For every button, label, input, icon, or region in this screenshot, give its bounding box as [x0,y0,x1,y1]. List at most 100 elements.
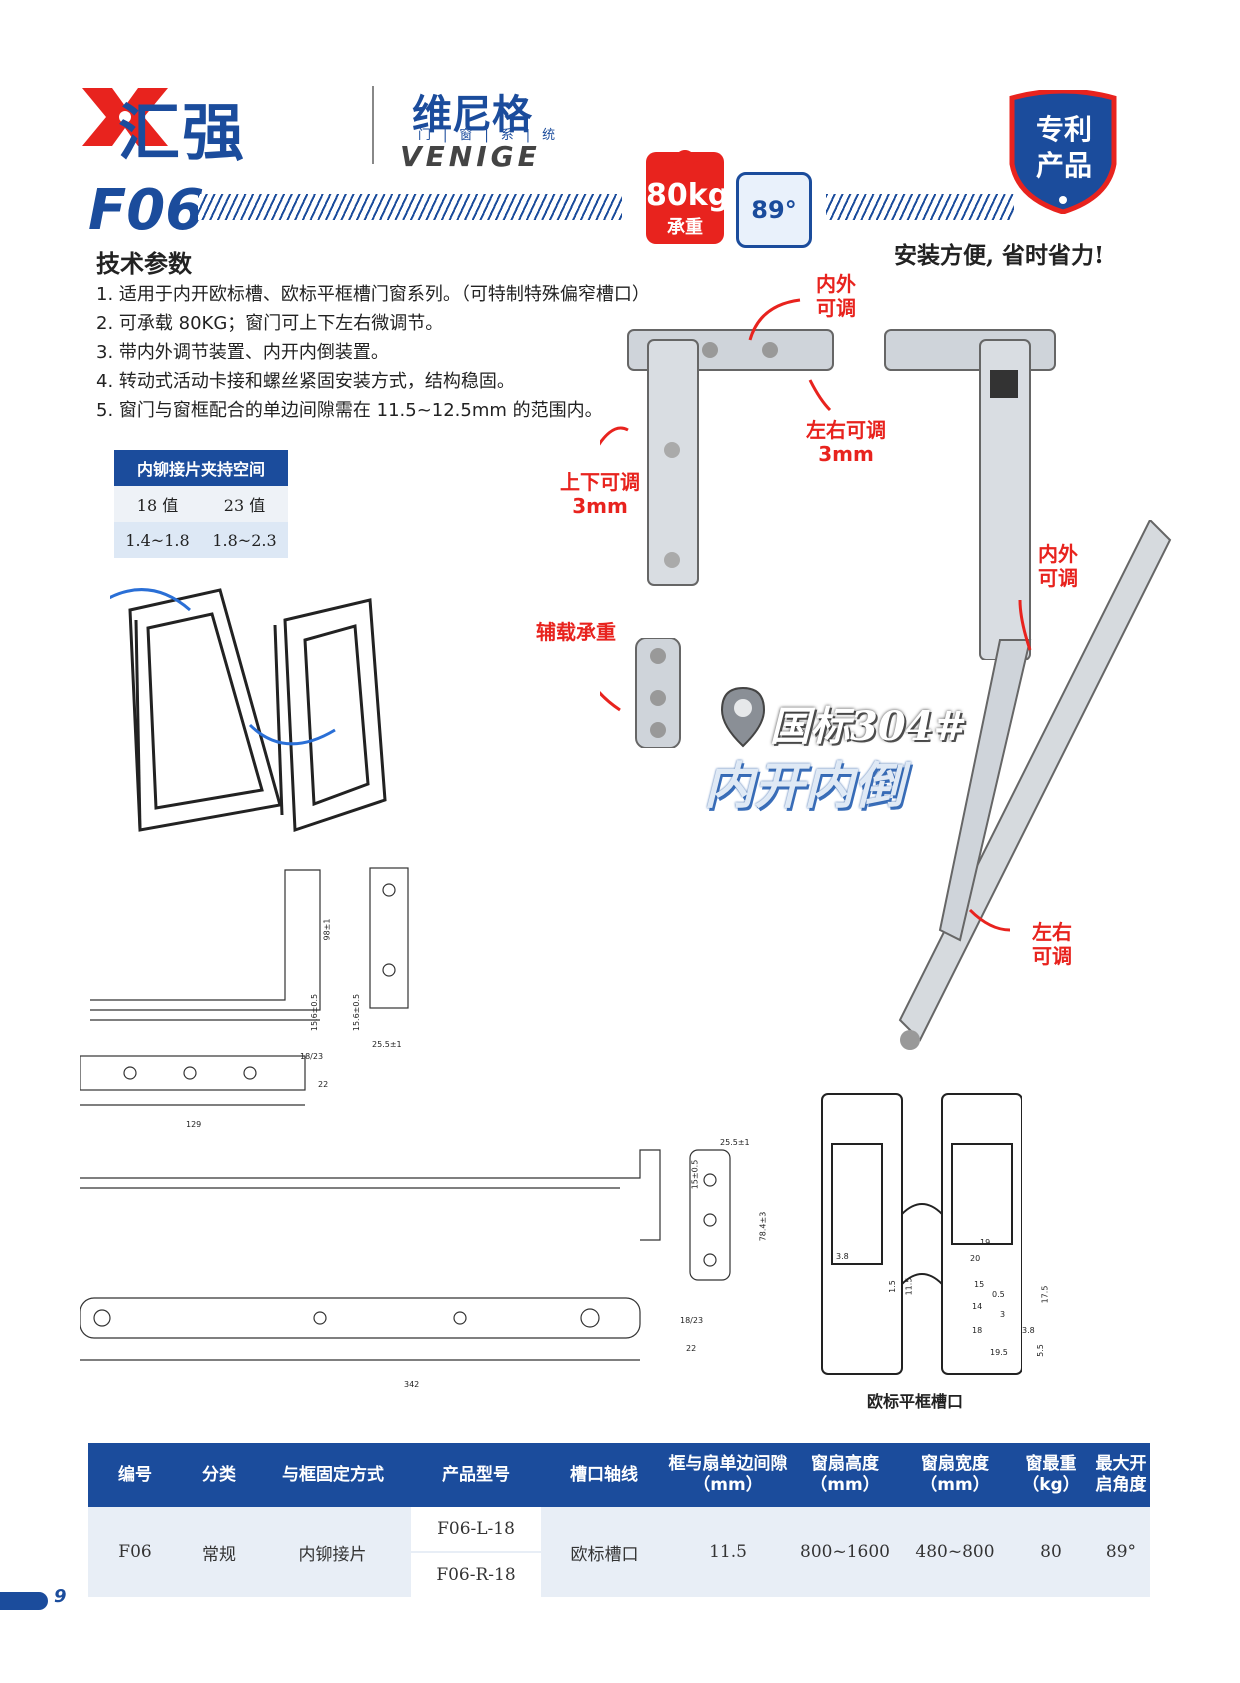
adjust-arrows [600,298,1032,932]
stay-arm-image [898,520,1172,1050]
callout-line: 左右 [1032,920,1072,944]
page-number-bar [0,1592,48,1610]
mode-badge: 内开内倒 [704,757,904,815]
callout-left-right-2: 左右 可调 [1022,920,1082,968]
location-pin-icon [720,686,766,748]
callout-line: 上下可调 [560,470,640,494]
callout-left-right-1: 左右可调 3mm [796,418,896,466]
spec-header: 最大开 启角度 [1092,1443,1150,1507]
title-hatch-left [198,194,622,220]
spec-table: 编号 分类 与框固定方式 产品型号 槽口轴线 框与扇单边间隙 （mm） 窗扇高度… [88,1443,1150,1597]
profile-caption: 欧标平框槽口 [867,1392,964,1411]
spec-header: 窗最重 （kg） [1010,1443,1092,1507]
profile-section-drawing [821,1093,1022,1375]
title-hatch-right [826,194,1014,220]
dim-15-0-5: 15±0.5 [690,1159,700,1190]
dim-78-4: 78.4±3 [758,1211,768,1242]
callout-line: 3mm [572,494,628,518]
profile-dim: 5.5 [1035,1344,1045,1357]
callout-in-out-2: 内外 可调 [1028,542,1088,590]
spec-cell-model-l: F06-L-18 [409,1507,543,1553]
grip-cell: 23 值 [201,486,288,522]
spec-header: 窗扇宽度 （mm） [900,1443,1010,1507]
param-item: 1. 适用于内开欧标槽、欧标平框槽门窗系列。（可特制特殊偏窄槽口） [96,284,650,305]
logo-divider [372,86,374,164]
dim-15-6-b: 15.6±0.5 [352,993,362,1032]
tech-params-list: 1. 适用于内开欧标槽、欧标平框槽门窗系列。（可特制特殊偏窄槽口） 2. 可承载… [96,280,650,425]
spec-header: 窗扇高度 （mm） [790,1443,900,1507]
profile-dim: 0.5 [992,1290,1005,1299]
dim-129: 129 [186,1120,202,1129]
spec-header-row: 编号 分类 与框固定方式 产品型号 槽口轴线 框与扇单边间隙 （mm） 窗扇高度… [88,1443,1150,1507]
callout-aux-load: 辅载承重 [536,620,616,644]
profile-dim: 3.8 [1022,1326,1035,1335]
callout-line: 内外 [1038,542,1078,566]
profile-dim: 19 [980,1238,991,1247]
spec-header: 分类 [182,1443,256,1507]
window-tilt-illustration [110,588,387,833]
huiqiang-logo-icon [82,88,168,146]
spec-cell-angle: 89° [1092,1507,1150,1597]
dim-25-5-b: 25.5±1 [720,1138,750,1147]
sub-brand-english: VENIGE [400,140,541,173]
spec-header: 编号 [88,1443,182,1507]
spec-header: 与框固定方式 [256,1443,410,1507]
load-label: 承重 [667,217,703,238]
dim-18-23-b: 18/23 [680,1316,704,1325]
dim-25-5-a: 25.5±1 [372,1040,402,1049]
profile-dim: 20 [970,1254,981,1263]
spec-cell-model-r: F06-R-18 [409,1552,543,1597]
param-item: 5. 窗门与窗框配合的单边间隙需在 11.5~12.5mm 的范围内。 [96,400,603,421]
profile-dim: 3 [1000,1310,1006,1319]
load-badge: 80kg 承重 [646,150,730,244]
profile-dim: 1.5 [887,1280,897,1293]
spec-row: F06-R-18 [88,1552,1150,1597]
grip-cell: 18 值 [114,486,201,522]
param-item: 4. 转动式活动卡接和螺丝紧固安装方式，结构稳固。 [96,371,515,392]
hinge-top-right-image [884,329,1056,660]
profile-dim: 11.5 [904,1277,914,1296]
callout-line: 可调 [1032,944,1072,968]
spec-cell-code: F06 [88,1507,182,1597]
sub-brand-tagline: 门|窗|系|统 [418,128,568,143]
callout-up-down: 上下可调 3mm [550,470,650,518]
dim-22-a: 22 [318,1080,329,1089]
param-item: 3. 带内外调节装置、内开内倒装置。 [96,342,389,363]
grip-cell: 1.4~1.8 [114,522,201,558]
callout-line: 左右可调 [806,418,886,442]
spec-cell-category: 常规 [182,1507,256,1597]
patent-text: 专利 产品 [1020,112,1108,184]
callout-line: 内外 [816,272,856,296]
profile-dim: 18 [972,1326,983,1335]
dim-342: 342 [404,1380,420,1389]
technical-drawing-group [80,867,731,1361]
aux-bracket-image [635,638,681,748]
callout-line: 可调 [1038,566,1078,590]
spec-cell-gap: 11.5 [666,1507,790,1597]
spec-header: 框与扇单边间隙 （mm） [666,1443,790,1507]
callout-line: 可调 [816,296,856,320]
slogan: 安装方便, 省时省力! [894,242,1105,269]
spec-header: 产品型号 [410,1443,542,1507]
profile-dim: 19.5 [990,1348,1008,1357]
dim-98: 98±1 [322,918,332,941]
sub-brand-name: 维尼格 [412,92,532,138]
callout-in-out-1: 内外 可调 [806,272,866,320]
param-item: 2. 可承载 80KG；窗门可上下左右微调节。 [96,313,444,334]
brand-name: 汇强 [118,96,247,169]
model-title: F06 [88,178,205,243]
page-number: 9 [54,1586,67,1607]
callout-line: 3mm [818,442,874,466]
dim-18-23-a: 18/23 [300,1052,324,1061]
dim-15-6-a: 15.6±0.5 [310,993,320,1032]
spec-header: 槽口轴线 [542,1443,666,1507]
load-value: 80kg [646,178,730,213]
spec-cell-groove: 欧标槽口 [542,1507,666,1597]
dim-22-b: 22 [686,1344,697,1353]
spec-row: F06 常规 内铆接片 F06-L-18 欧标槽口 11.5 800~1600 … [88,1507,1150,1597]
material-badge: 国标304# [770,703,968,750]
patent-line-2: 产品 [1035,149,1092,182]
spec-cell-weight: 80 [1010,1507,1092,1597]
spec-cell-width: 480~800 [900,1507,1010,1597]
